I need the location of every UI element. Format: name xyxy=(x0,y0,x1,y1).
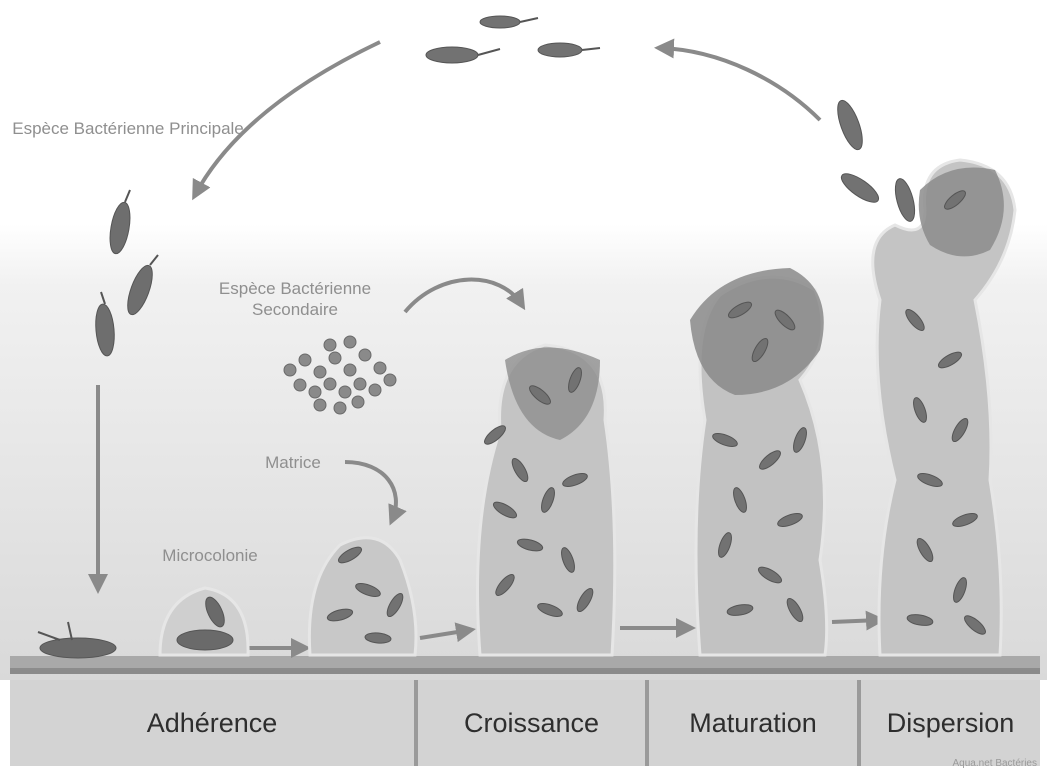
stage-label-dispersion: Dispersion xyxy=(861,682,1040,764)
arrow-stage xyxy=(832,620,880,622)
credit-text: Aqua.net Bactéries xyxy=(953,758,1038,769)
stage-label-croissance: Croissance xyxy=(418,682,645,764)
label-matrix: Matrice xyxy=(238,452,348,473)
label-secondary-species: Espèce Bactérienne Secondaire xyxy=(180,278,410,321)
stage-label-adherence: Adhérence xyxy=(10,682,414,764)
stage-label-maturation: Maturation xyxy=(649,682,857,764)
substrate-surface xyxy=(10,656,1040,670)
maturation-colony xyxy=(690,268,827,655)
substrate-edge xyxy=(10,668,1040,674)
label-microcolony: Microcolonie xyxy=(130,545,290,566)
label-primary-species: Espèce Bactérienne Principale xyxy=(8,118,248,139)
